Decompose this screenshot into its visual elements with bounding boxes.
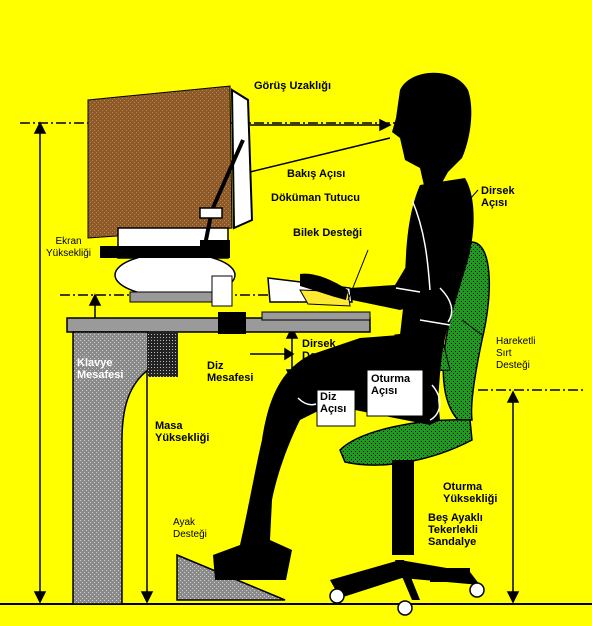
knee-angle-box xyxy=(316,389,356,427)
seat-height-dimension xyxy=(506,390,520,604)
label-knee-distance: Diz Mesafesi xyxy=(207,360,254,384)
label-viewing-angle: Bakış Açısı xyxy=(287,168,346,180)
label-adjustable-back: Hareketli Sırt Desteği xyxy=(496,336,536,371)
monitor xyxy=(87,85,254,307)
screen-height-dimension xyxy=(33,121,47,604)
seat-angle-box xyxy=(366,369,424,417)
desk xyxy=(66,312,371,605)
label-elbow-rest: Dirsek Desteği xyxy=(302,338,342,362)
label-seat-angle: Oturma Açısı xyxy=(371,373,411,397)
label-footrest: Ayak Desteği xyxy=(173,517,207,540)
knee-angle-arc xyxy=(297,397,317,406)
back-support-leader xyxy=(461,319,483,336)
label-screen-height: Ekran Yüksekliği xyxy=(46,236,92,259)
viewing-angle-line xyxy=(249,137,391,173)
label-keyboard-distance: Klavye Mesafesi xyxy=(77,357,124,381)
viewing-distance-arrow xyxy=(250,118,392,132)
label-viewing-distance: Görüş Uzaklığı xyxy=(254,80,332,92)
elbow-angle-arc xyxy=(439,287,453,323)
knee-distance-arrow xyxy=(250,347,295,361)
keyboard-tray xyxy=(261,311,371,321)
label-seat-height: Oturma Yüksekliği xyxy=(443,481,498,505)
label-document-holder: Döküman Tutucu xyxy=(271,192,361,204)
elbow-angle-leader xyxy=(455,189,479,216)
wrist-rest-leader xyxy=(347,249,369,301)
label-wrist-rest: Bilek Desteği xyxy=(293,227,363,239)
silhouette-highlights xyxy=(395,199,451,421)
label-five-leg-chair: Beş Ayaklı Tekerlekli Sandalye xyxy=(428,512,483,548)
label-desk-height: Masa Yüksekliği xyxy=(155,420,210,444)
label-elbow-angle: Dirsek Açısı xyxy=(481,185,515,209)
label-knee-angle: Diz Açısı xyxy=(320,391,347,415)
